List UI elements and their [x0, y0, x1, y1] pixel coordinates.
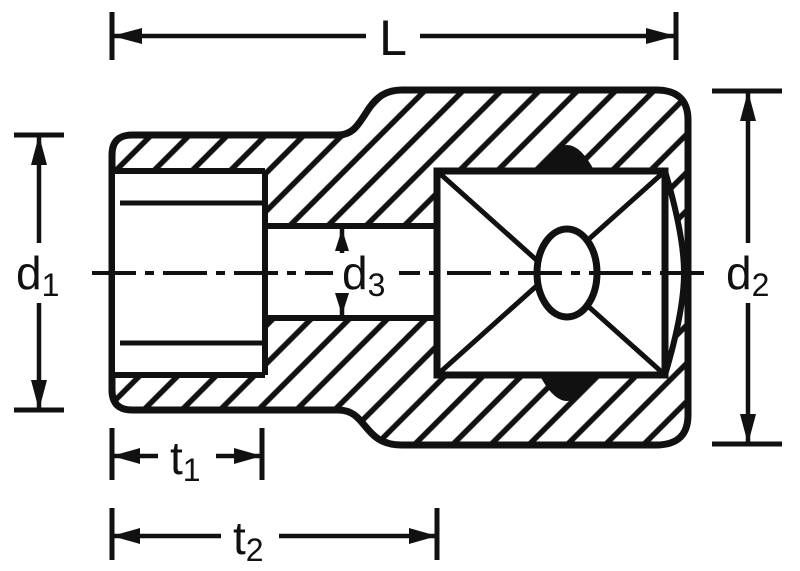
dimension-label-d2: d2	[726, 247, 769, 303]
label-mask	[6, 243, 78, 303]
dimension-label-t2: t2	[233, 512, 264, 568]
dimension-d1: d1	[6, 132, 78, 413]
arrowhead-up	[31, 135, 47, 165]
arrowhead-down	[335, 293, 349, 315]
label-mask	[158, 429, 216, 483]
dimension-label-d1: d1	[16, 247, 59, 303]
arrowhead-up	[335, 229, 349, 251]
dimension-t1: t1	[109, 428, 265, 488]
arrowhead-down	[31, 380, 47, 410]
dimension-d3: d3	[333, 229, 399, 315]
dimension-t2: t2	[109, 508, 440, 568]
arrowhead-down	[740, 414, 756, 444]
label-mask	[221, 509, 279, 563]
socket-body	[108, 86, 692, 449]
arrowhead-right	[646, 28, 676, 44]
dimension-L: L	[109, 8, 679, 66]
label-mask	[366, 8, 420, 66]
dimension-label-t1: t1	[170, 432, 201, 488]
detent-bump-bottom	[539, 374, 595, 401]
arrowhead-right	[234, 448, 262, 464]
dimension-d2: d2	[712, 88, 792, 447]
arrowhead-left	[112, 28, 142, 44]
arrowhead-right	[409, 528, 437, 544]
arrowhead-left	[112, 528, 140, 544]
dimension-label-L: L	[379, 10, 407, 66]
arrowhead-left	[112, 448, 140, 464]
label-mask	[716, 243, 792, 303]
detent-bump-top	[539, 145, 595, 172]
label-mask	[333, 253, 399, 293]
arrowhead-up	[740, 91, 756, 121]
dimension-label-d3: d3	[342, 247, 385, 303]
